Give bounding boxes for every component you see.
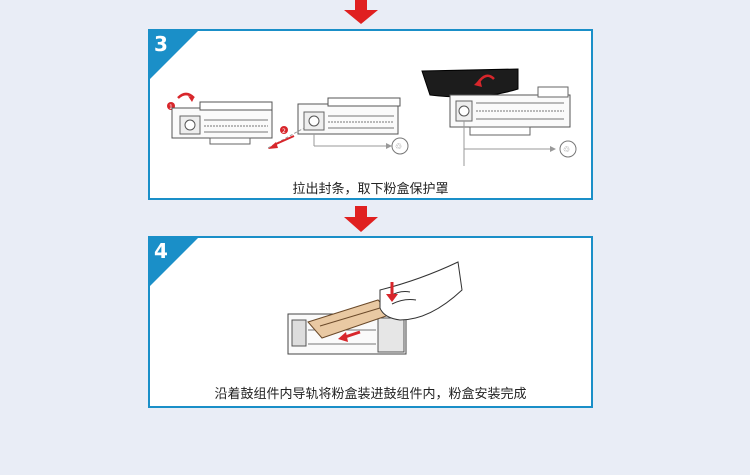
svg-text:♲: ♲ xyxy=(563,145,570,154)
step-number: 3 xyxy=(154,32,168,56)
step-number: 4 xyxy=(154,239,168,263)
step-4-panel: 4 沿着鼓组件内导轨将粉盒装进鼓组件内，粉盒安装完成 xyxy=(148,236,593,408)
seal-pull-illustration: 2 ♲ xyxy=(268,97,409,155)
step-caption: 沿着鼓组件内导轨将粉盒装进鼓组件内，粉盒安装完成 xyxy=(214,387,527,402)
down-arrow-icon xyxy=(344,0,378,24)
protective-cover-illustration: ♲ xyxy=(421,68,577,166)
svg-text:2: 2 xyxy=(282,128,286,135)
svg-text:♲: ♲ xyxy=(395,142,402,151)
install-cartridge-illustration xyxy=(287,261,463,355)
step-3-panel: 3 1 2 ♲ xyxy=(148,29,593,200)
step-badge xyxy=(150,31,198,79)
svg-text:1: 1 xyxy=(169,104,173,111)
step-caption: 拉出封条，取下粉盒保护罩 xyxy=(292,182,449,197)
toner-cartridge-illustration: 1 xyxy=(167,92,273,145)
step-badge xyxy=(150,238,198,286)
down-arrow-icon xyxy=(344,206,378,232)
